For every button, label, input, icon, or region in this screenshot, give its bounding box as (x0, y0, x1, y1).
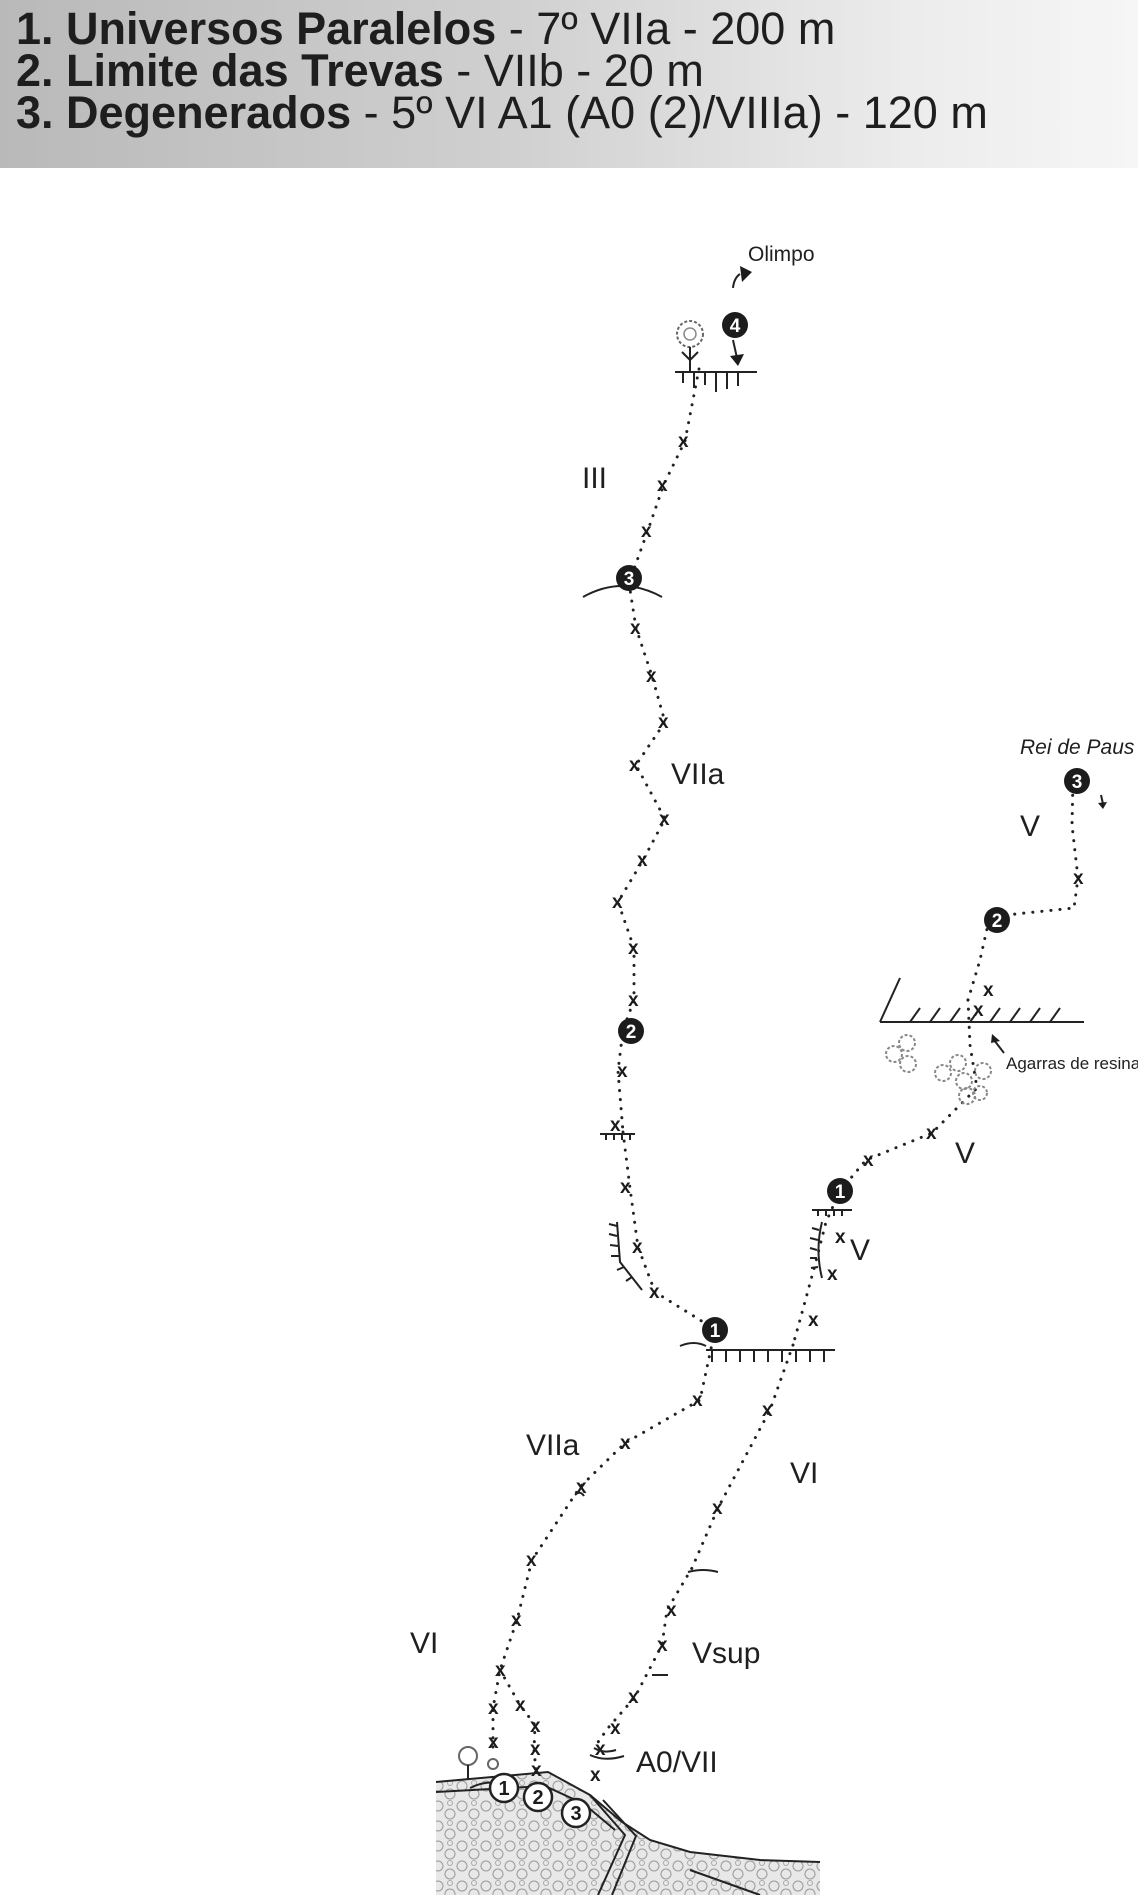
bolt: x (629, 755, 640, 776)
bolt: x (511, 1610, 522, 1631)
bolt: x (632, 1237, 643, 1258)
belay-3-main: 3 (616, 565, 642, 591)
svg-text:3: 3 (570, 1803, 581, 1825)
arrows (730, 266, 1107, 1054)
grade-v-right-top: V (1020, 810, 1040, 843)
bolt: x (1073, 868, 1084, 889)
svg-text:3: 3 (624, 569, 635, 590)
svg-text:1: 1 (710, 1321, 721, 1342)
belay-3-right: 3 (1064, 768, 1090, 794)
bolt: x (495, 1660, 506, 1681)
bolt: x (666, 1600, 677, 1621)
belay-4: 4 (722, 312, 748, 338)
bolt: x (488, 1698, 499, 1719)
ledges (574, 371, 1084, 1760)
bolt: x (620, 1177, 631, 1198)
bolt: x (678, 431, 689, 452)
bolt: x (657, 475, 668, 496)
bolt: x (526, 1550, 537, 1571)
bolt: x (617, 1061, 628, 1082)
bolt: x (628, 938, 639, 959)
route-starts: 1 2 3 (488, 1772, 592, 1829)
grade-viia-upper: VIIa (671, 758, 725, 791)
grade-viia-lower: VIIa (526, 1429, 580, 1462)
bolt: x (628, 990, 639, 1011)
svg-text:1: 1 (835, 1182, 846, 1203)
grade-v-right-low: V (850, 1234, 870, 1267)
label-olimpo: Olimpo (748, 243, 815, 266)
bolt: x (612, 892, 623, 913)
grade-labels: III VIIa V V V VIIa VI VI Vsup A0/VII (410, 462, 1040, 1779)
belay-1-main: 1 (702, 1317, 728, 1343)
bolt: x (641, 521, 652, 542)
grade-iii: III (582, 462, 607, 495)
svg-text:1: 1 (498, 1778, 509, 1800)
route-start-2: 2 (522, 1781, 554, 1813)
svg-text:3: 3 (1072, 772, 1083, 793)
svg-text:2: 2 (992, 911, 1003, 932)
place-labels: Olimpo Rei de Paus Agarras de resina (748, 243, 1138, 1073)
label-agarras-de-resina: Agarras de resina (1006, 1054, 1138, 1073)
bolt: x (595, 1739, 606, 1760)
bolt: x (646, 666, 657, 687)
bolt: x (827, 1264, 838, 1285)
bolt: x (628, 1687, 639, 1708)
bolt: x (488, 1732, 499, 1753)
route-line-2: 2. Limite das Trevas - VIIb - 20 m (16, 45, 704, 96)
route-lines (491, 367, 1080, 1772)
svg-text:4: 4 (730, 316, 741, 337)
grade-a0-vii: A0/VII (636, 1746, 718, 1779)
route-line-3: 3. Degenerados - 5º VI A1 (A0 (2)/VIIIa)… (16, 87, 988, 138)
bolt: x (620, 1433, 631, 1454)
belay-1-right: 1 (827, 1178, 853, 1204)
grade-vi-left: VI (410, 1627, 438, 1660)
bolt: x (590, 1765, 601, 1786)
bolt: x (657, 1635, 668, 1656)
bolt: x (515, 1695, 526, 1716)
tree-icon (676, 320, 704, 372)
bolt: x (637, 850, 648, 871)
base-bushes (458, 1746, 499, 1779)
bolt: x (692, 1390, 703, 1411)
bolt: x (658, 712, 669, 733)
bolt: x (808, 1310, 819, 1331)
bolt: x (610, 1718, 621, 1739)
resin-holds (885, 1034, 992, 1105)
belay-2-right: 2 (984, 907, 1010, 933)
route-line-1: 1. Universos Paralelos - 7º VIIa - 200 m (16, 3, 836, 54)
bolt: x (576, 1477, 587, 1498)
bolt: x (835, 1227, 846, 1248)
grade-vsup: Vsup (692, 1637, 760, 1670)
bolt: x (630, 618, 641, 639)
bolt: x (610, 1115, 621, 1136)
grade-v-right-mid: V (955, 1137, 975, 1170)
route-start-3: 3 (560, 1797, 592, 1829)
bolt: x (649, 1282, 660, 1303)
belay-stations: 4 3 2 1 1 2 3 (616, 312, 1090, 1343)
belay-2-main: 2 (618, 1018, 644, 1044)
svg-text:2: 2 (626, 1022, 637, 1043)
bolt: x (926, 1123, 937, 1144)
label-rei-de-paus: Rei de Paus (1020, 736, 1135, 759)
bolt: x (531, 1760, 542, 1781)
route-list-header: 1. Universos Paralelos - 7º VIIa - 200 m… (0, 0, 1138, 168)
bolt: x (762, 1400, 773, 1421)
bolt-markers: x x x x x x x x x x x x x x x x x x x x … (488, 431, 1084, 1786)
bolt: x (530, 1739, 541, 1760)
bolt: x (659, 809, 670, 830)
bolt: x (712, 1498, 723, 1519)
route-start-1: 1 (488, 1772, 520, 1804)
bolt: x (983, 980, 994, 1001)
bolt: x (863, 1150, 874, 1171)
svg-text:2: 2 (532, 1787, 543, 1809)
grade-vi-center: VI (790, 1457, 818, 1490)
bolt: x (530, 1716, 541, 1737)
